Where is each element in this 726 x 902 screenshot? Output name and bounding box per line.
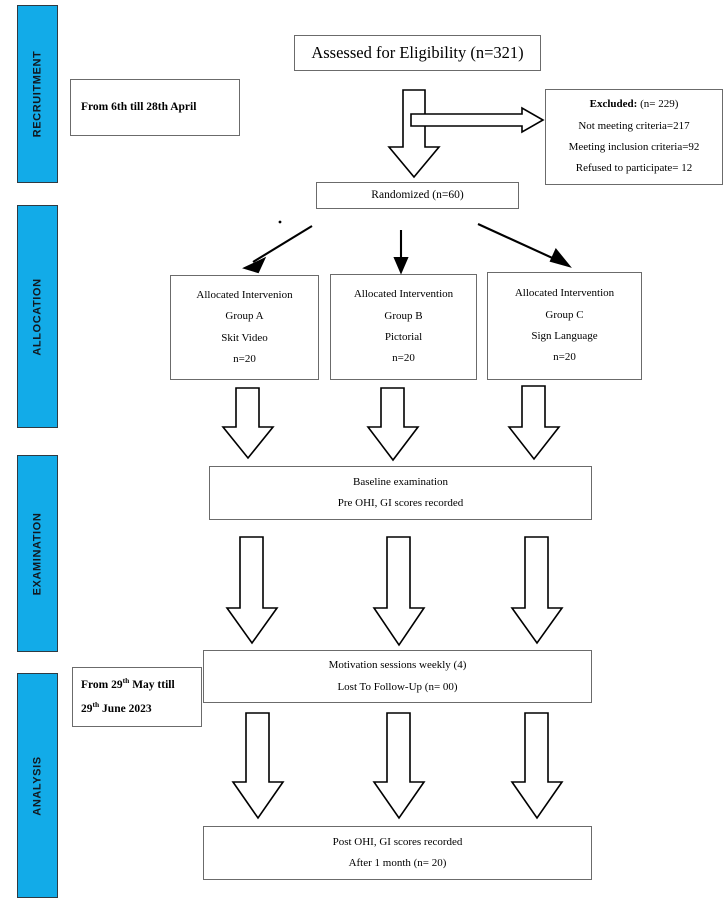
box-group-b-line3: Pictorial [384, 331, 423, 343]
note-analysis-line2-b: June 2023 [99, 702, 152, 715]
box-group-a-line2: Group A [225, 310, 264, 323]
arrow-head-randomized-to-group-c [549, 248, 572, 268]
block-arrow-motivation-to-post-center [372, 712, 426, 820]
block-arrow-assessed-to-randomized [387, 89, 441, 179]
block-arrow-baseline-to-motivation-center [372, 536, 426, 647]
block-arrow-motivation-to-post-right [510, 712, 564, 820]
note-analysis-line1-sup: th [122, 676, 130, 686]
arrow-head-randomized-to-group-a [242, 256, 267, 274]
box-assessed-line1: Assessed for Eligibility (n=321) [311, 42, 524, 62]
box-group-c-line3: Sign Language [531, 330, 598, 342]
box-group-b-line1: Allocated Intervention [353, 288, 454, 301]
note-analysis-line2-sup: th [92, 700, 100, 709]
stage-bar-recruitment: RECRUITMENT [17, 5, 58, 183]
stage-label-examination: EXAMINATION [31, 512, 44, 595]
box-motivation-line2: Lost To Follow-Up (n= 00) [337, 680, 458, 693]
box-group-a-line4: n=20 [233, 352, 256, 365]
box-motivation-sessions: Motivation sessions weekly (4) Lost To F… [203, 650, 592, 703]
stage-bar-analysis: ANALYSIS [17, 673, 58, 898]
block-arrow-assessed-to-excluded [410, 106, 545, 134]
box-baseline-line2: Pre OHI, GI scores recorded [337, 497, 464, 509]
arrow-line-randomized-to-group-c [477, 223, 560, 262]
block-arrow-baseline-to-motivation-right [510, 536, 564, 645]
stage-label-allocation: ALLOCATION [31, 277, 44, 356]
box-post-line2: After 1 month (n= 20) [348, 857, 447, 869]
box-group-a: Allocated Intervenion Group A Skit Video… [170, 275, 319, 380]
box-excluded-count: (n= 229) [637, 98, 679, 111]
box-post-ohi: Post OHI, GI scores recorded After 1 mon… [203, 826, 592, 880]
box-excluded-line3: Meeting inclusion criteria=92 [568, 141, 700, 153]
box-group-b-line2: Group B [384, 309, 423, 322]
block-arrow-baseline-to-motivation [225, 536, 279, 645]
box-excluded-line2: Not meeting criteria=217 [578, 119, 690, 132]
stage-bar-allocation: ALLOCATION [17, 205, 58, 428]
note-analysis-line1-b: May ttill [129, 679, 175, 691]
note-analysis-dates: From 29th May ttill 29th June 2023 [72, 667, 202, 727]
box-group-c-line4: n=20 [553, 351, 576, 364]
box-baseline-examination: Baseline examination Pre OHI, GI scores … [209, 466, 592, 520]
stage-label-recruitment: RECRUITMENT [31, 50, 44, 138]
box-group-c-line1: Allocated Intervention [514, 287, 615, 300]
box-excluded-line1: Excluded: (n= 229) [554, 94, 714, 115]
arrow-line-randomized-to-group-a [252, 225, 313, 263]
note-recruitment-dates: From 6th till 28th April [70, 79, 240, 136]
box-randomized: Randomized (n=60) [316, 182, 519, 209]
arrow-head-randomized-to-group-b [393, 256, 409, 275]
box-group-b: Allocated Intervention Group B Pictorial… [330, 274, 477, 380]
box-group-c: Allocated Intervention Group C Sign Lang… [487, 272, 642, 380]
box-excluded-line4: Refused to participate= 12 [575, 162, 693, 175]
block-arrow-motivation-to-post [231, 712, 285, 820]
box-baseline-line1: Baseline examination [353, 475, 448, 488]
note-recruitment-dates-line1: From 6th till 28th April [81, 101, 197, 113]
box-excluded: Excluded: (n= 229) Not meeting criteria=… [545, 89, 723, 185]
block-arrow-group-a-to-baseline [221, 387, 275, 460]
box-randomized-line1: Randomized (n=60) [371, 188, 464, 201]
stray-dot-above-group-a [278, 220, 282, 224]
stage-bar-examination: EXAMINATION [17, 455, 58, 652]
note-analysis-dates-line1: From 29th May ttill [81, 673, 193, 697]
note-analysis-line2-a: 29 [81, 702, 93, 715]
box-group-c-line2: Group C [545, 308, 584, 321]
box-assessed-for-eligibility: Assessed for Eligibility (n=321) [294, 35, 541, 71]
box-motivation-line1: Motivation sessions weekly (4) [328, 659, 467, 672]
note-analysis-dates-line2: 29th June 2023 [81, 697, 193, 721]
box-post-line1: Post OHI, GI scores recorded [332, 835, 463, 848]
box-group-a-line1: Allocated Intervenion [196, 288, 293, 301]
box-group-a-line3: Skit Video [221, 331, 268, 344]
box-group-b-line4: n=20 [392, 352, 415, 365]
block-arrow-group-c-to-baseline [507, 385, 561, 461]
note-analysis-line1-a: From 29 [81, 679, 123, 691]
box-excluded-label: Excluded: [589, 98, 638, 111]
block-arrow-group-b-to-baseline [366, 387, 420, 462]
stage-label-analysis: ANALYSIS [31, 755, 44, 816]
